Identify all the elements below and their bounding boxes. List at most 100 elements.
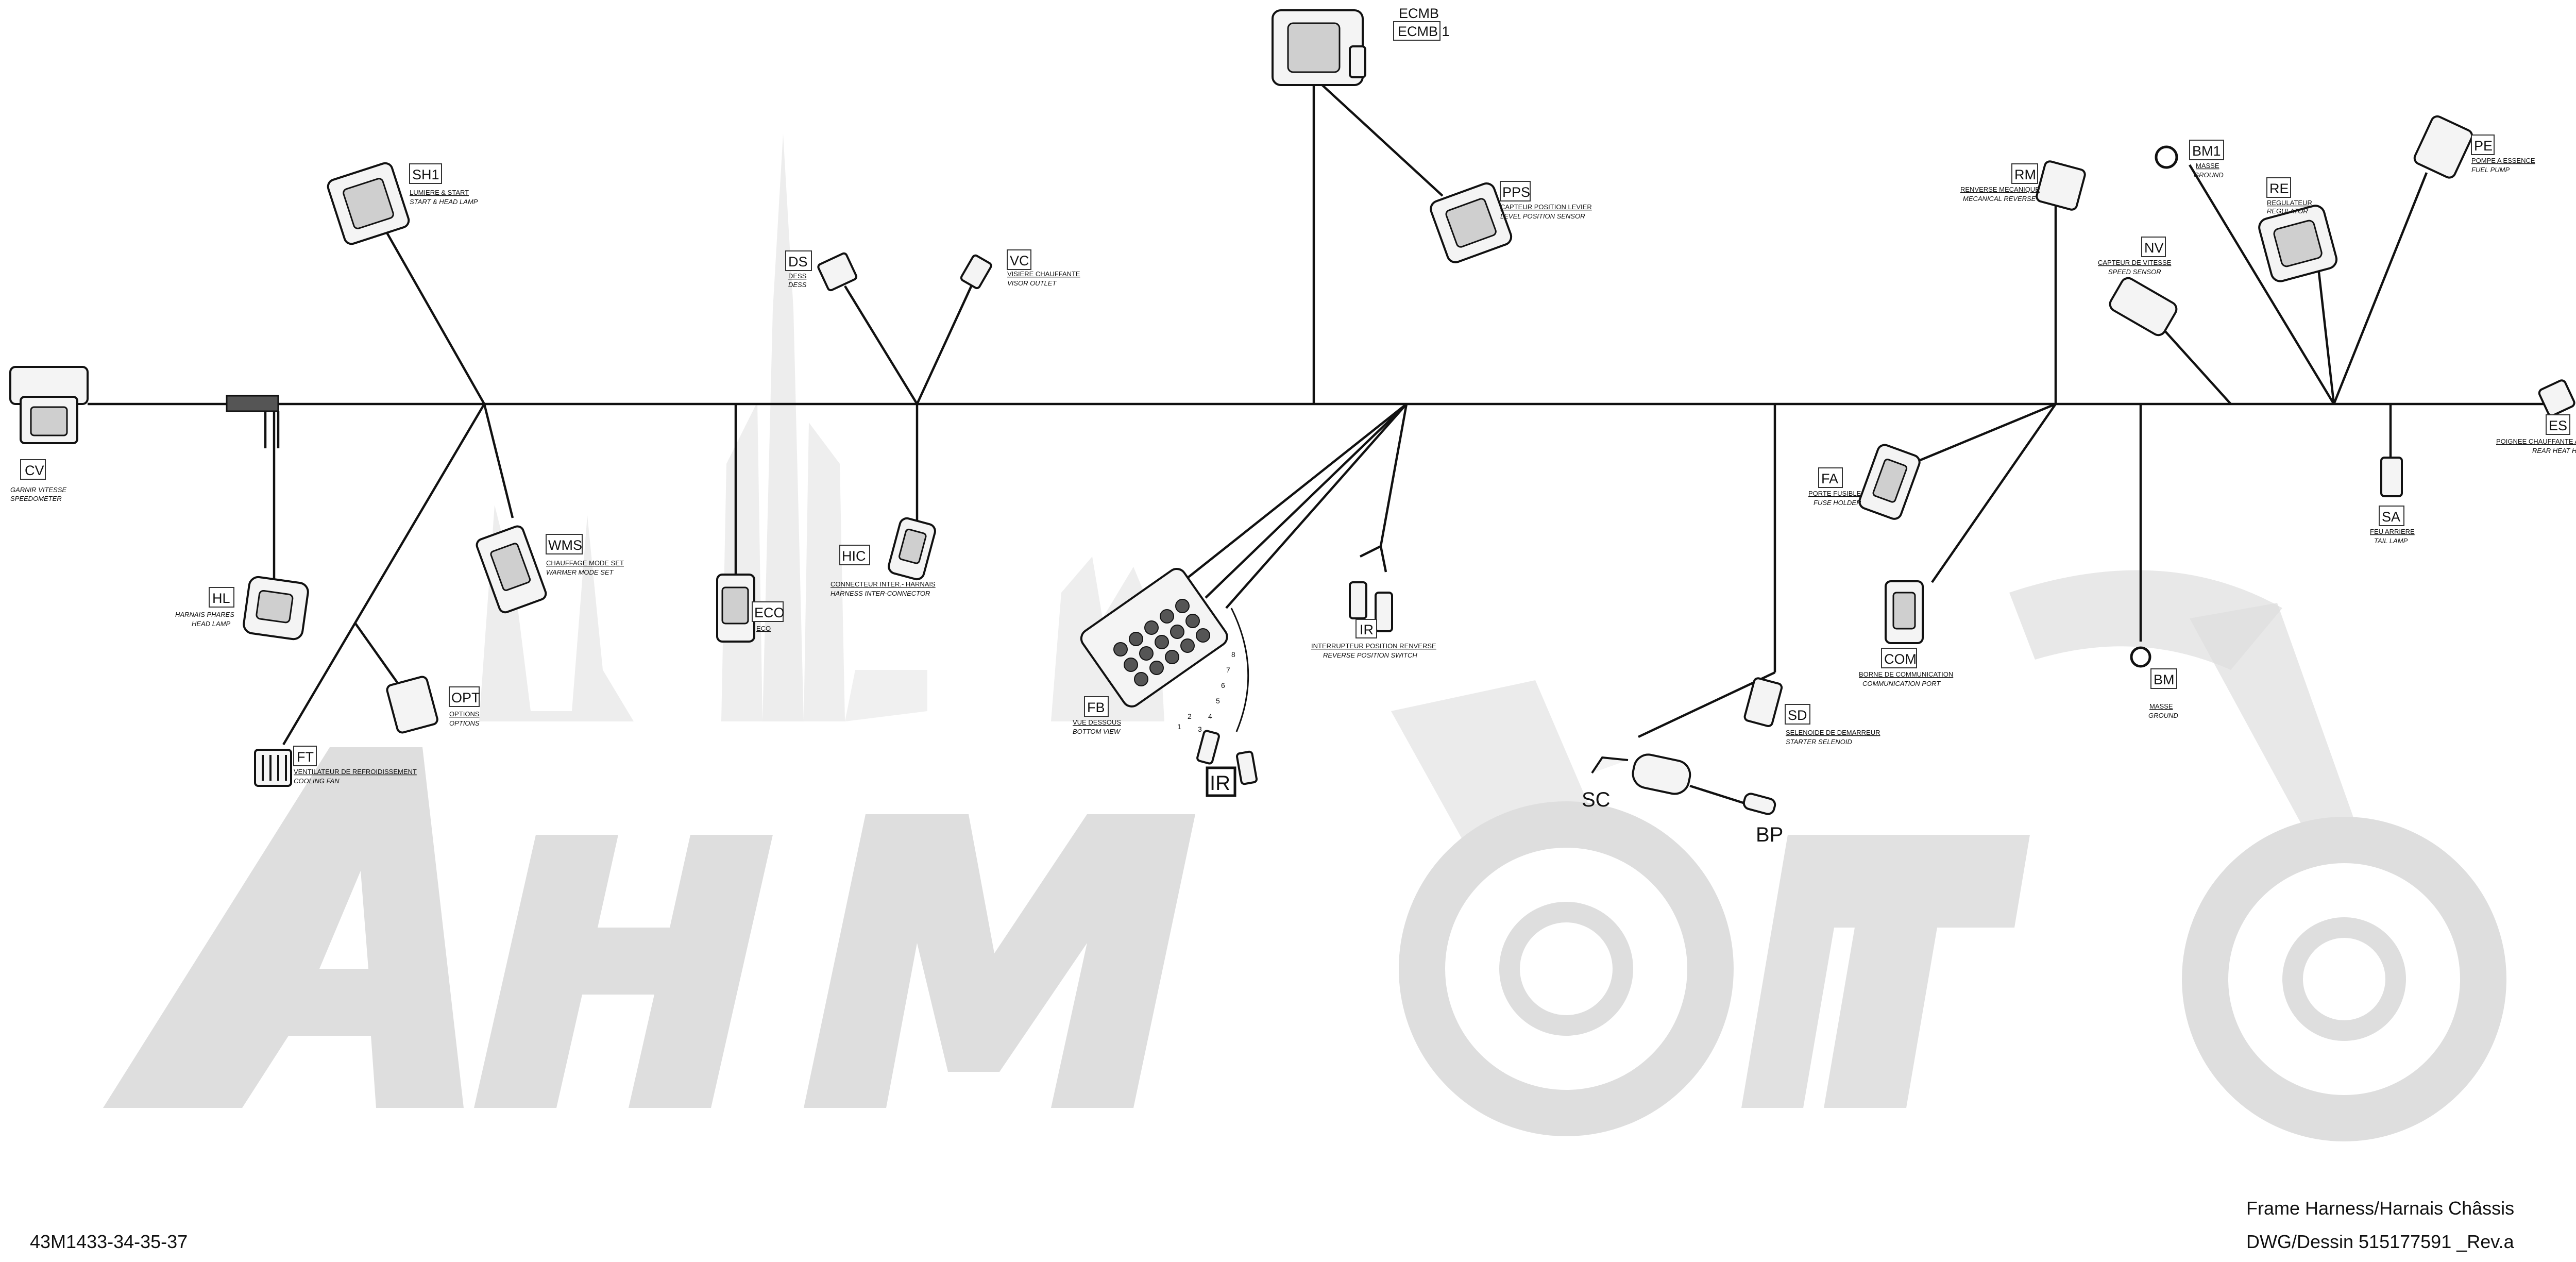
eco-fr: ECO (756, 625, 771, 632)
connector-bm[interactable]: BM MASSE GROUND (2130, 646, 2178, 719)
re-code: RE (2269, 181, 2289, 196)
connector-fb[interactable]: 8 7 6 5 4 3 2 1 FB VUE DESSOUS BOTTOM VI… (1073, 565, 1249, 735)
sd-code: SD (1788, 708, 1807, 723)
connector-nv[interactable]: NV CAPTEUR DE VITESSE SPEED SENSOR (2098, 237, 2179, 338)
sh1-code: SH1 (412, 167, 439, 182)
starter-cable[interactable]: SC BP (1582, 752, 1783, 846)
connector-wms[interactable]: WMS CHAUFFAGE MODE SET WARMER MODE SET (475, 525, 624, 614)
es-en: REAR HEAT HANDLE (2532, 447, 2576, 455)
hl-fr: HARNAIS PHARES (175, 611, 234, 618)
connector-fa[interactable]: FA PORTE FUSIBLE FUSE HOLDER (1808, 443, 1922, 521)
connector-re[interactable]: RE REGULATEUR REGULATOR (2257, 177, 2338, 283)
ecmb1-code: ECMB 1 (1398, 24, 1450, 39)
hic-fr: CONNECTEUR INTER.- HARNAIS (831, 580, 936, 588)
connector-sd[interactable]: SD SELENOIDE DE DEMARREUR STARTER SELENO… (1743, 677, 1880, 746)
part-reference: 43M1433-34-35-37 (30, 1231, 188, 1252)
connector-bm1[interactable]: BM1 MASSE GROUND (2155, 140, 2224, 179)
connector-ft[interactable]: FT VENTILATEUR DE REFROIDISSEMENT COOLIN… (254, 746, 417, 787)
sh1-en: START & HEAD LAMP (410, 198, 478, 206)
nv-fr: CAPTEUR DE VITESSE (2098, 259, 2172, 266)
sd-fr: SELENOIDE DE DEMARREUR (1786, 729, 1880, 736)
hl-code: HL (212, 591, 230, 606)
cv-fr: GARNIR VITESSE (10, 486, 66, 494)
hic-en: HARNESS INTER-CONNECTOR (831, 590, 930, 597)
fb-pin-7: 7 (1226, 666, 1230, 674)
connector-es[interactable]: ES POIGNEE CHAUFFANTE ARRIERE REAR HEAT … (2496, 379, 2576, 455)
es-fr: POIGNEE CHAUFFANTE ARRIERE (2496, 438, 2576, 445)
connector-com[interactable]: COM BORNE DE COMMUNICATION COMMUNICATION… (1859, 580, 1953, 687)
com-code: COM (1884, 651, 1917, 667)
rm-code: RM (2014, 167, 2036, 182)
fa-code: FA (1821, 471, 1838, 486)
sc-code: SC (1582, 788, 1611, 811)
connector-cv[interactable]: CV GARNIR VITESSE SPEEDOMETER (9, 366, 89, 502)
harness-clamp (226, 395, 280, 448)
vc-fr: VISIERE CHAUFFANTE (1007, 270, 1080, 278)
fb-pin-3: 3 (1198, 725, 1202, 733)
connector-sh1[interactable]: SH1 LUMIERE & START START & HEAD LAMP (326, 161, 478, 246)
ft-code: FT (297, 749, 314, 765)
connector-sa[interactable]: SA FEU ARRIERE TAIL LAMP (2370, 457, 2415, 545)
sa-code: SA (2382, 509, 2400, 525)
re-fr: REGULATEUR (2267, 199, 2312, 207)
bm1-code: BM1 (2192, 143, 2221, 159)
connector-hic[interactable]: HIC CONNECTEUR INTER.- HARNAIS HARNESS I… (831, 517, 937, 597)
opt-en: OPTIONS (449, 719, 480, 727)
ir-fr: INTERRUPTEUR POSITION RENVERSE (1311, 642, 1436, 650)
fb-pin-8: 8 (1231, 650, 1235, 659)
eco-code: ECO (754, 605, 785, 620)
bm-en: GROUND (2148, 712, 2178, 719)
fb-pin-4: 4 (1208, 712, 1212, 720)
connector-opt[interactable]: OPT OPTIONS OPTIONS (386, 676, 480, 734)
wms-en: WARMER MODE SET (546, 568, 614, 576)
fb-pin-2: 2 (1188, 712, 1192, 720)
watermark (103, 134, 2506, 1141)
ds-code: DS (788, 254, 808, 270)
pe-en: FUEL PUMP (2471, 166, 2510, 174)
hl-en: HEAD LAMP (192, 620, 230, 628)
connector-rm[interactable]: RM RENVERSE MECANIQUE MECANICAL REVERSE (1960, 160, 2086, 211)
connector-eco[interactable]: ECO ECO (716, 574, 785, 643)
title-block: Frame Harness/Harnais Châssis DWG/Dessin… (30, 1198, 2515, 1252)
connector-hl[interactable]: HL HARNAIS PHARES HEAD LAMP (175, 576, 309, 641)
fb-pin-6: 6 (1221, 681, 1225, 689)
ft-en: COOLING FAN (294, 777, 340, 785)
connector-ir[interactable]: IR INTERRUPTEUR POSITION RENVERSE REVERS… (1311, 581, 1436, 659)
ir-fusebox-code: IR (1210, 772, 1230, 795)
drawing-number: DWG/Dessin 515177591 _Rev.a (2246, 1231, 2515, 1252)
rm-fr: RENVERSE MECANIQUE (1960, 186, 2040, 193)
pe-fr: POMPE A ESSENCE (2471, 157, 2535, 164)
fa-fr: PORTE FUSIBLE (1808, 490, 1861, 497)
vc-code: VC (1010, 253, 1029, 268)
cv-code: CV (25, 463, 44, 478)
connector-pps[interactable]: PPS CAPTEUR POSITION LEVIER LEVEL POSITI… (1429, 181, 1592, 265)
sh1-fr: LUMIERE & START (410, 189, 469, 196)
connector-vc[interactable]: VC VISIERE CHAUFFANTE VISOR OUTLET (960, 249, 1080, 290)
ds-en: DESS (788, 281, 807, 289)
bm-code: BM (2154, 672, 2175, 687)
connector-ds[interactable]: DS DESS DESS (785, 250, 858, 292)
connector-pe[interactable]: PE POMPE A ESSENCE FUEL PUMP (2413, 114, 2535, 180)
opt-fr: OPTIONS (449, 710, 480, 718)
connector-ecmb[interactable]: ECMB ECMB 1 (1272, 6, 1450, 86)
ir-en: REVERSE POSITION SWITCH (1323, 651, 1417, 659)
sa-fr: FEU ARRIERE (2370, 528, 2415, 535)
rm-en: MECANICAL REVERSE (1963, 195, 2036, 203)
nv-en: SPEED SENSOR (2108, 268, 2161, 276)
connector-ir-fusebox[interactable]: IR (1196, 730, 1258, 797)
fb-code: FB (1087, 700, 1105, 715)
com-en: COMMUNICATION PORT (1862, 680, 1941, 687)
opt-code: OPT (451, 690, 480, 705)
sd-en: STARTER SELENOID (1786, 738, 1852, 746)
com-fr: BORNE DE COMMUNICATION (1859, 670, 1953, 678)
ecmb-code: ECMB (1399, 6, 1439, 21)
fb-pin-5: 5 (1216, 697, 1220, 705)
pps-fr: CAPTEUR POSITION LEVIER (1500, 203, 1592, 211)
ft-fr: VENTILATEUR DE REFROIDISSEMENT (294, 768, 417, 776)
fa-en: FUSE HOLDER (1814, 499, 1861, 507)
pps-code: PPS (1502, 184, 1530, 200)
document-title: Frame Harness/Harnais Châssis (2246, 1198, 2514, 1219)
cv-en: SPEEDOMETER (10, 495, 62, 502)
